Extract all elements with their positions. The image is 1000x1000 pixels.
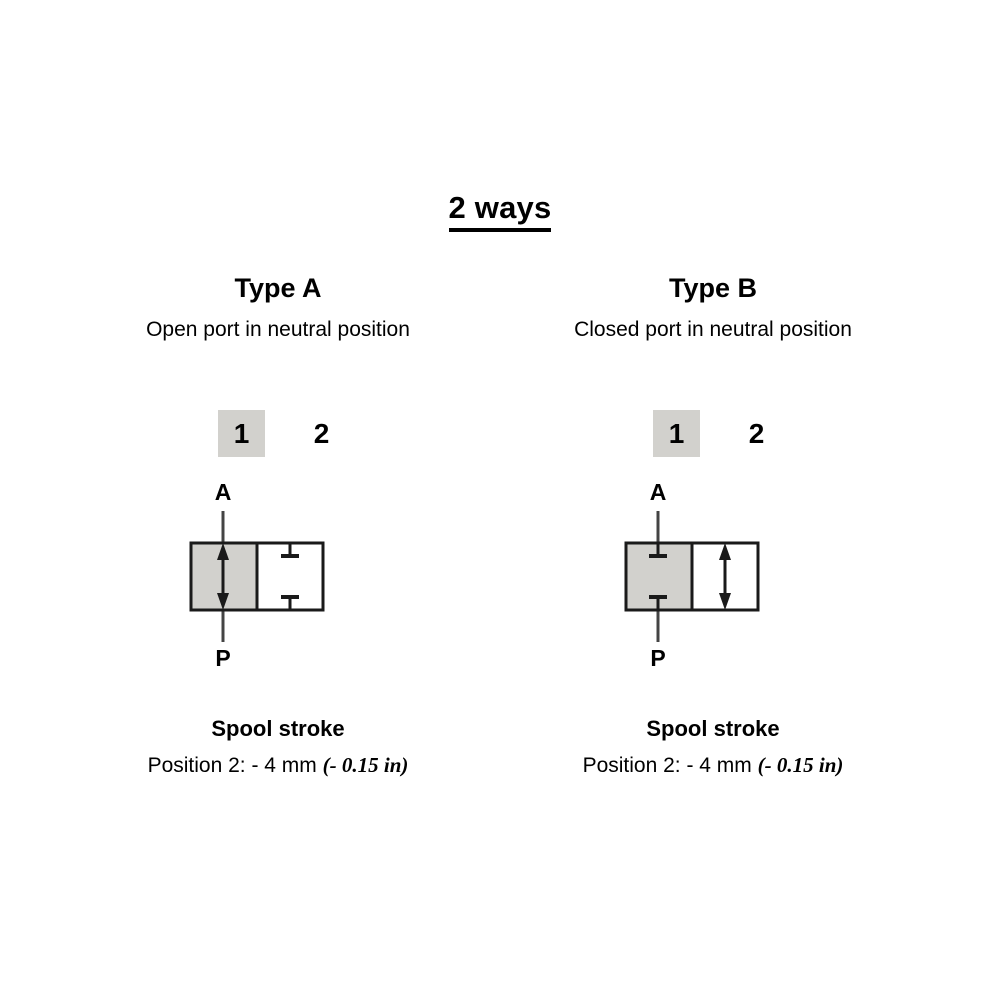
type-a-valve-symbol: A P [58,478,498,668]
type-b-caption-title: Spool stroke [646,716,780,741]
type-a-flow-arrowhead-down [217,593,229,610]
type-b-symbol-svg: A P [624,479,760,668]
type-b-position-1-active[interactable]: 1 [653,410,700,457]
type-a-caption-imperial: (- 0.15 in) [322,753,409,777]
column-type-a: Type A Open port in neutral position [58,273,498,341]
type-b-caption-imperial: (- 0.15 in) [757,753,844,777]
type-b-caption-line: Position 2: - 4 mm (- 0.15 in) [493,753,933,777]
type-a-caption-line: Position 2: - 4 mm (- 0.15 in) [58,753,498,777]
type-b-port-label-a: A [650,479,667,505]
type-b-flow-arrowhead-up [719,543,731,560]
type-a-port-label-p: P [215,645,230,668]
column-type-b: Type B Closed port in neutral position [493,273,933,341]
type-a-port-label-a: A [215,479,232,505]
type-a-position-1-active[interactable]: 1 [218,410,265,457]
type-b-caption: Spool stroke Position 2: - 4 mm (- 0.15 … [493,716,933,777]
type-b-valve-symbol: A P [493,478,933,668]
page-title: 2 ways [0,190,1000,232]
type-b-caption-metric: Position 2: - 4 mm [582,754,752,777]
type-a-position-2[interactable]: 2 [313,417,330,449]
type-b-subtitle: Closed port in neutral position [574,318,852,341]
type-a-positions: 1 2 [58,410,498,460]
type-b-heading: Type B [668,273,757,303]
type-b-port-label-p: P [650,645,665,668]
type-b-flow-arrowhead-down [719,593,731,610]
page-title-text: 2 ways [448,190,552,232]
type-a-caption: Spool stroke Position 2: - 4 mm (- 0.15 … [58,716,498,777]
type-a-caption-metric: Position 2: - 4 mm [147,754,317,777]
type-b-position-2[interactable]: 2 [748,417,765,449]
type-b-positions: 1 2 [493,410,933,460]
type-a-flow-arrowhead-up [217,543,229,560]
type-a-heading: Type A [234,273,322,303]
type-a-symbol-svg: A P [189,479,325,668]
type-a-subtitle: Open port in neutral position [146,318,410,341]
type-a-caption-title: Spool stroke [211,716,345,741]
